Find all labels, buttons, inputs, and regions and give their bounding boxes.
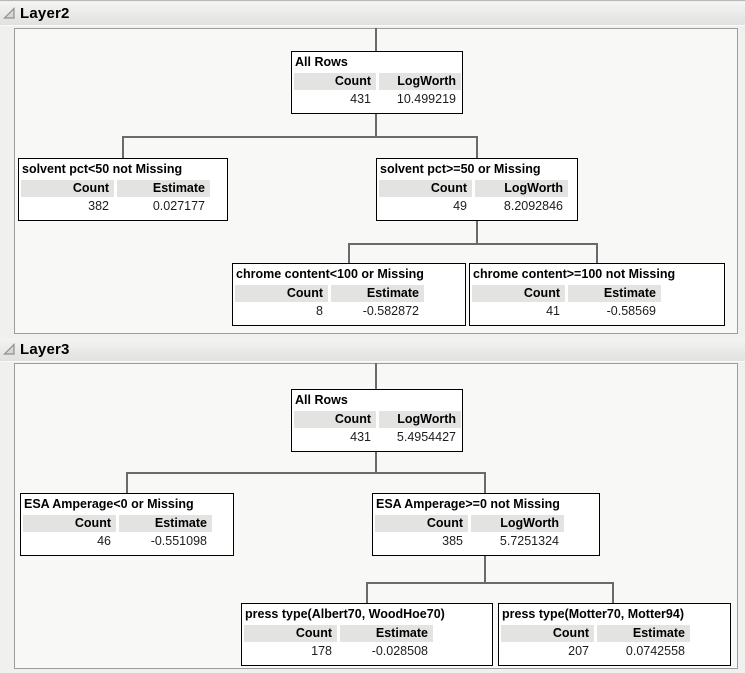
node-col-header: LogWorth (379, 73, 461, 90)
node-col-header: LogWorth (471, 515, 564, 532)
node-count-value: 207 (568, 644, 589, 658)
connector-line (375, 114, 377, 138)
node-count-value: 431 (350, 92, 371, 106)
node-col-header: Count (21, 180, 114, 197)
node-col-header: Estimate (597, 625, 690, 642)
node-esa-lt0[interactable]: ESA Amperage<0 or Missing Count Estimate… (20, 493, 234, 556)
node-count-value: 41 (546, 304, 560, 318)
node-stat-value: 0.0742558 (625, 644, 685, 658)
node-col-header: Count (23, 515, 116, 532)
node-col-header: LogWorth (475, 180, 568, 197)
connector-line (122, 136, 124, 158)
connector-line (375, 452, 377, 474)
node-count-value: 382 (88, 199, 109, 213)
node-col-header: Count (472, 285, 565, 302)
outline-title-layer2: Layer2 (20, 5, 70, 22)
node-stat-value: -0.58569 (606, 304, 656, 318)
node-col-header: Count (294, 73, 376, 90)
node-title: ESA Amperage<0 or Missing (24, 497, 194, 511)
node-stat-value: 5.7251324 (499, 534, 559, 548)
node-chrome-lt100[interactable]: chrome content<100 or Missing Count Esti… (232, 263, 466, 326)
node-title: All Rows (295, 393, 348, 407)
node-title: All Rows (295, 55, 348, 69)
node-stat-value: 10.499219 (396, 92, 456, 106)
connector-line (366, 582, 368, 603)
node-col-header: Estimate (340, 625, 433, 642)
connector-line (476, 221, 478, 245)
node-col-header: LogWorth (379, 411, 461, 428)
connector-line (612, 582, 614, 603)
node-stat-value: -0.028508 (371, 644, 428, 658)
node-stat-value: -0.551098 (150, 534, 207, 548)
node-count-value: 385 (442, 534, 463, 548)
disclosure-triangle-icon[interactable] (3, 343, 16, 356)
node-layer3-all-rows[interactable]: All Rows Count LogWorth 431 5.4954427 (291, 389, 463, 452)
outline-header-layer2[interactable]: Layer2 (0, 2, 745, 26)
node-stat-value: 0.027177 (152, 199, 205, 213)
node-press-albert-woodhoe[interactable]: press type(Albert70, WoodHoe70) Count Es… (241, 603, 493, 666)
node-title: chrome content<100 or Missing (236, 267, 424, 281)
node-press-motter[interactable]: press type(Motter70, Motter94) Count Est… (498, 603, 731, 666)
node-count-value: 431 (350, 430, 371, 444)
node-stat-value: 5.4954427 (396, 430, 456, 444)
node-col-header: Count (375, 515, 468, 532)
node-title: chrome content>=100 not Missing (473, 267, 676, 281)
node-count-value: 46 (97, 534, 111, 548)
node-stat-value: 8.2092846 (503, 199, 563, 213)
connector-line (375, 28, 377, 51)
node-col-header: Count (294, 411, 376, 428)
connector-line (596, 243, 598, 263)
connector-line (126, 472, 486, 474)
node-solvent-lt50[interactable]: solvent pct<50 not Missing Count Estimat… (18, 158, 228, 221)
node-title: ESA Amperage>=0 not Missing (376, 497, 560, 511)
node-count-value: 8 (316, 304, 323, 318)
outline-title-layer3: Layer3 (20, 341, 70, 358)
node-col-header: Count (501, 625, 594, 642)
outline-header-layer3[interactable]: Layer3 (0, 338, 745, 362)
node-title: press type(Motter70, Motter94) (502, 607, 684, 621)
node-esa-ge0[interactable]: ESA Amperage>=0 not Missing Count LogWor… (372, 493, 600, 556)
node-count-value: 178 (311, 644, 332, 658)
connector-line (122, 136, 478, 138)
node-col-header: Estimate (117, 180, 210, 197)
node-title: solvent pct>=50 or Missing (380, 162, 541, 176)
connector-line (348, 243, 350, 263)
node-title: press type(Albert70, WoodHoe70) (245, 607, 445, 621)
connector-line (366, 582, 614, 584)
connector-line (126, 472, 128, 493)
node-chrome-ge100[interactable]: chrome content>=100 not Missing Count Es… (469, 263, 725, 326)
connector-line (348, 243, 598, 245)
node-col-header: Count (235, 285, 328, 302)
node-layer2-all-rows[interactable]: All Rows Count LogWorth 431 10.499219 (291, 51, 463, 114)
node-col-header: Estimate (119, 515, 212, 532)
connector-line (484, 472, 486, 493)
node-col-header: Count (244, 625, 337, 642)
connector-line (375, 363, 377, 389)
node-col-header: Estimate (331, 285, 424, 302)
node-title: solvent pct<50 not Missing (22, 162, 183, 176)
node-count-value: 49 (453, 199, 467, 213)
connector-line (484, 556, 486, 584)
node-col-header: Estimate (568, 285, 661, 302)
connector-line (476, 136, 478, 158)
node-stat-value: -0.582872 (362, 304, 419, 318)
node-col-header: Count (379, 180, 472, 197)
disclosure-triangle-icon[interactable] (3, 7, 16, 20)
node-solvent-ge50[interactable]: solvent pct>=50 or Missing Count LogWort… (376, 158, 578, 221)
